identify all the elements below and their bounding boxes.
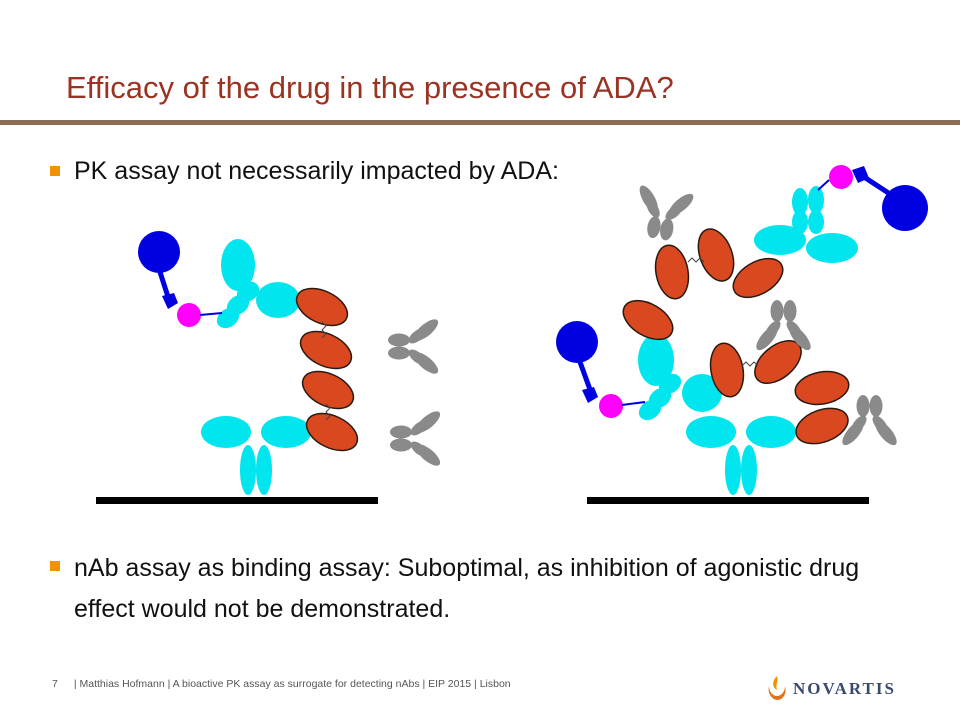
- footer: 7 | Matthias Hofmann | A bioactive PK ass…: [52, 678, 511, 690]
- page-number: 7: [52, 678, 58, 690]
- left-drug-molecules: [290, 280, 364, 459]
- title-divider: [0, 120, 960, 125]
- slide-title: Efficacy of the drug in the presence of …: [66, 70, 674, 105]
- bullet-square-icon: [50, 561, 60, 571]
- bullet-text: nAb assay as binding assay: Suboptimal, …: [74, 554, 860, 623]
- right-ada-antibodies: [628, 181, 901, 449]
- left-capture-antibody: [201, 416, 311, 495]
- right-label-conjugate-upper: [817, 165, 928, 231]
- left-plate-surface: [96, 497, 378, 504]
- right-plate-surface: [587, 497, 869, 504]
- right-capture-antibody: [686, 416, 796, 495]
- bullet-nab-assay: nAb assay as binding assay: Suboptimal, …: [50, 548, 910, 638]
- left-label-conjugate: [138, 231, 223, 327]
- left-ada-antibodies: [388, 315, 444, 470]
- right-assay: [556, 165, 928, 504]
- assay-diagram: [96, 165, 928, 504]
- bullet-square-icon: [50, 166, 60, 176]
- left-detection-antibody: [216, 239, 300, 329]
- logo-wordmark: NOVARTIS: [793, 679, 896, 698]
- left-assay: [96, 231, 444, 504]
- footer-text: | Matthias Hofmann | A bioactive PK assa…: [73, 678, 511, 690]
- right-detection-antibody-upper: [754, 186, 858, 263]
- right-drug-molecules: [615, 223, 854, 452]
- right-label-conjugate-lower: [556, 321, 646, 418]
- bullet-text: PK assay not necessarily impacted by ADA…: [74, 157, 559, 185]
- right-detection-antibody-lower: [638, 334, 722, 421]
- flame-icon: [768, 676, 786, 700]
- novartis-logo: NOVARTIS: [765, 672, 915, 702]
- bullet-pk-assay: PK assay not necessarily impacted by ADA…: [50, 157, 750, 189]
